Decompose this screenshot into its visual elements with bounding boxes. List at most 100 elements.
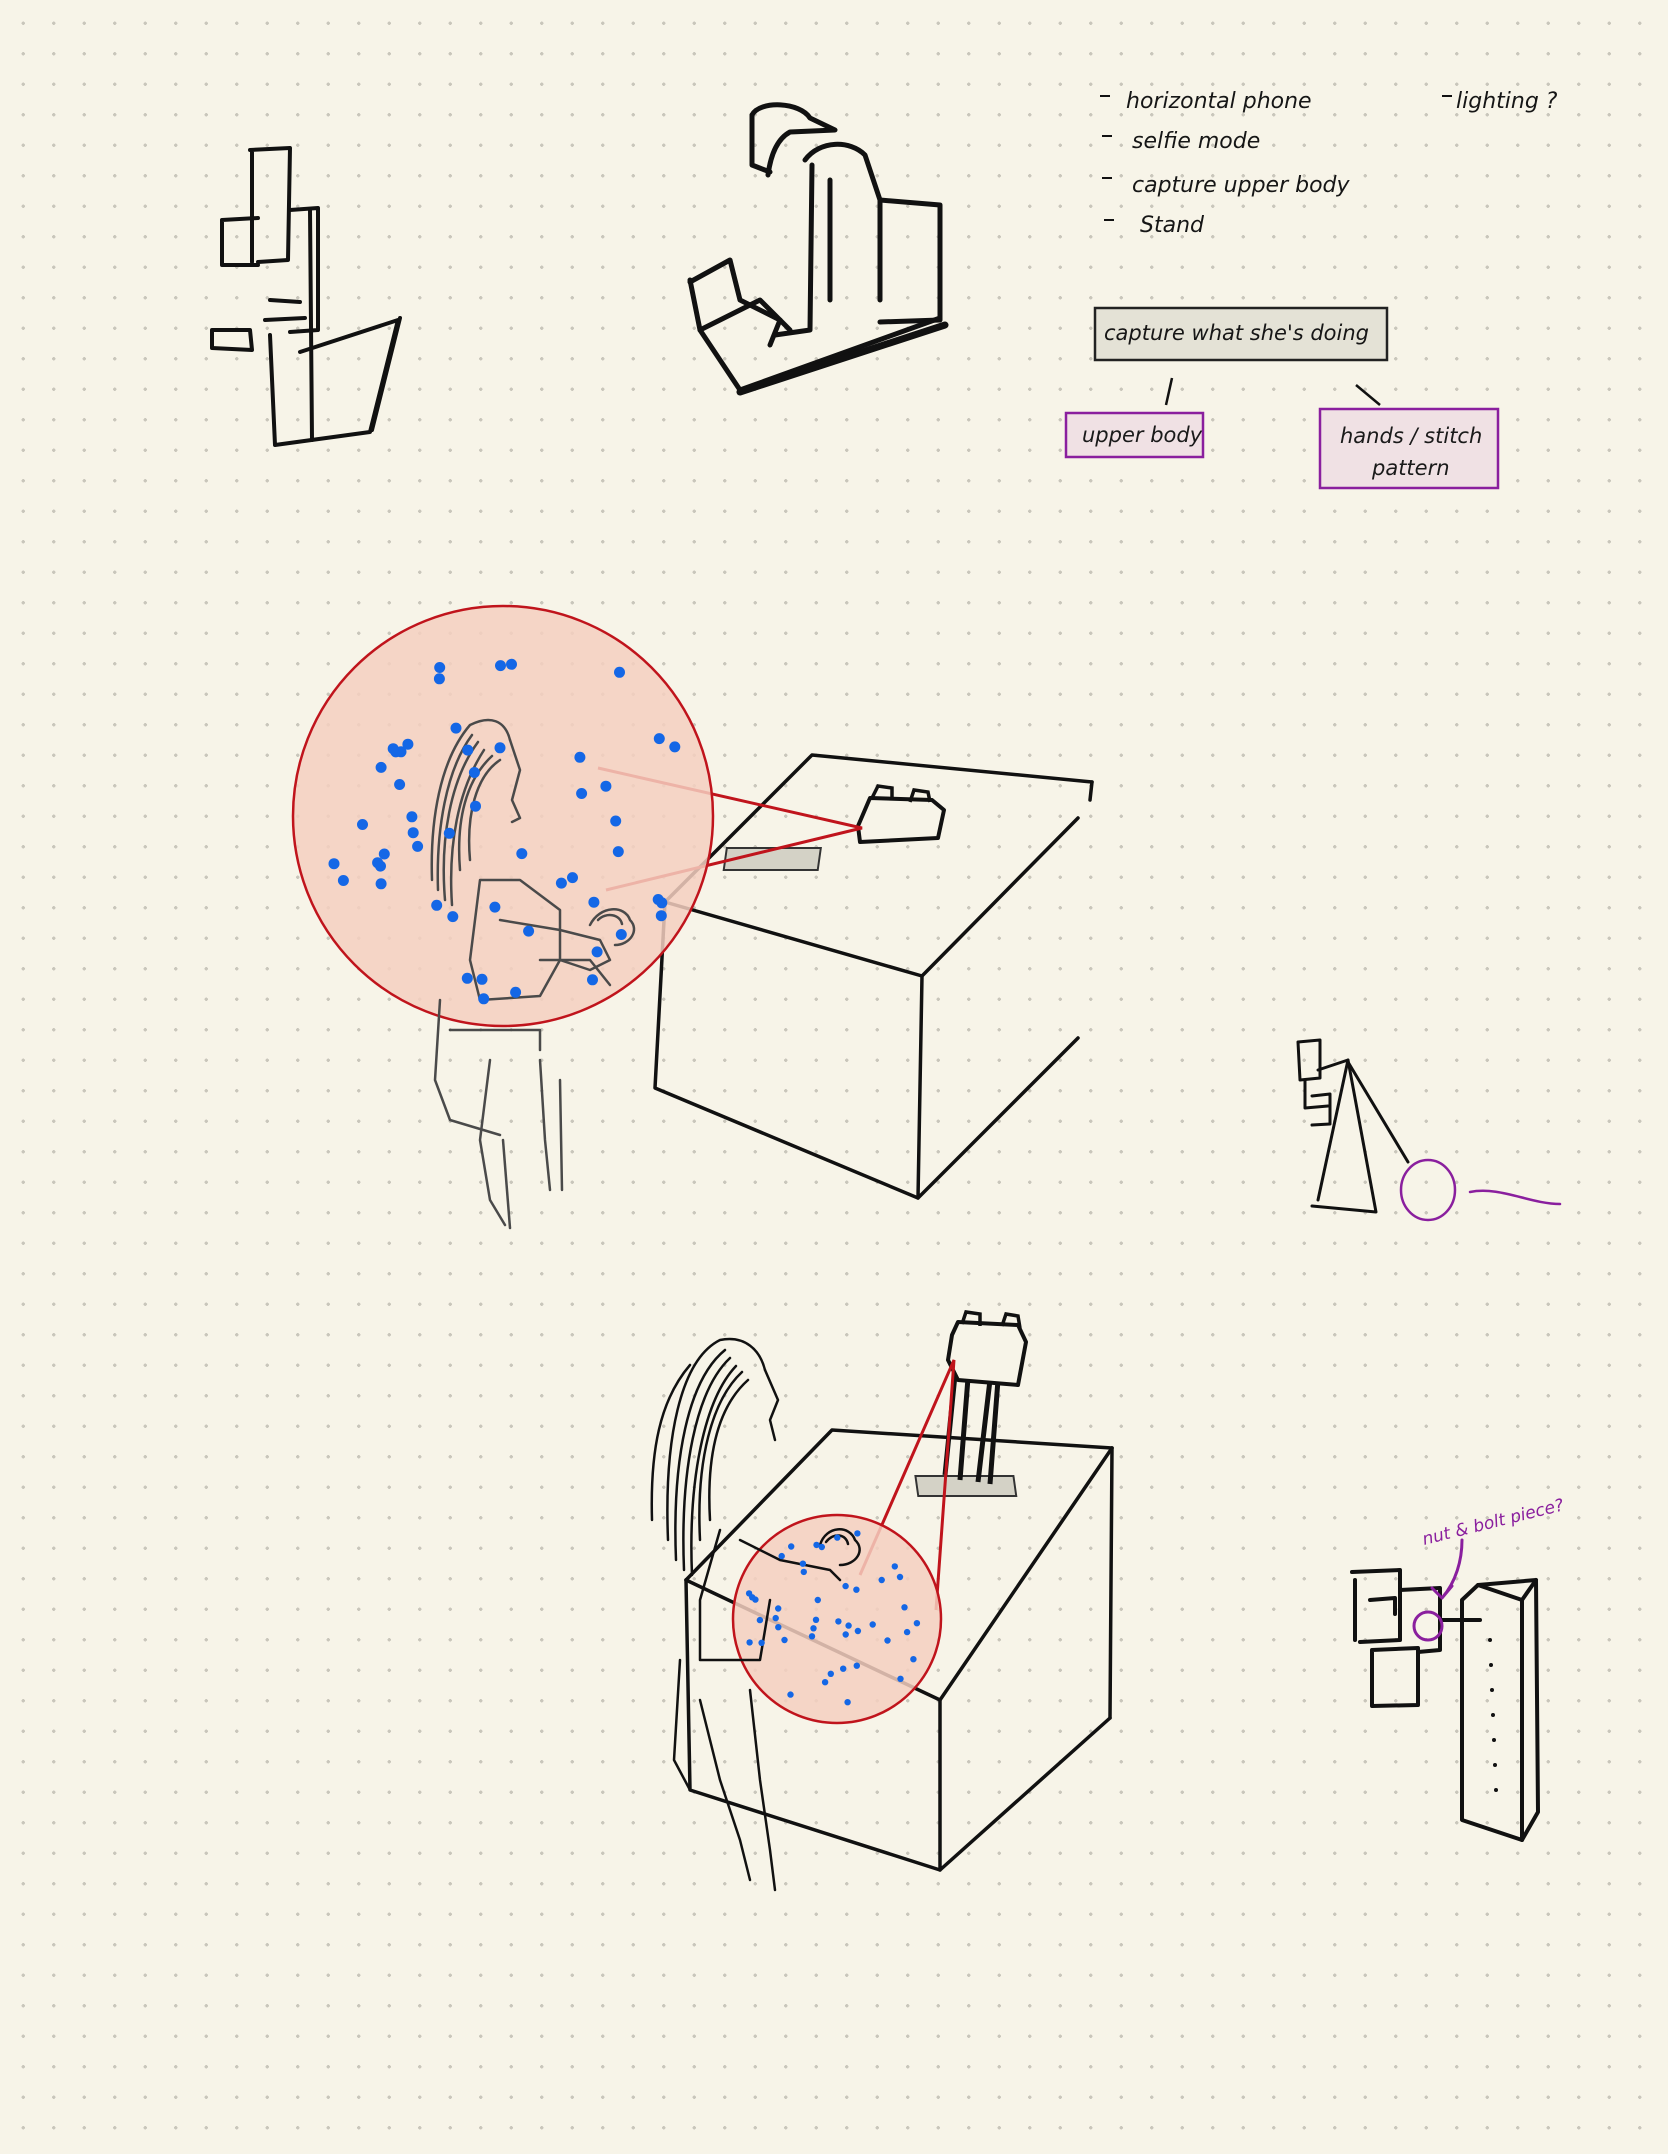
marker-dot [433,673,445,685]
marker-dot [614,666,625,678]
marker-dot [494,742,506,754]
note-item: horizontal phone [1100,89,1312,114]
hands-stitch-label-2: pattern [1371,456,1450,480]
marker-dot [813,1541,820,1549]
marker-dot [378,848,390,860]
marker-dot [612,846,624,858]
marker-dot [461,972,473,984]
nut-bolt-detail: nut & bolt piece? [1350,1495,1566,1842]
marker-dot [574,751,586,763]
marker-dot [913,1620,921,1627]
note-item: Stand [1104,213,1205,238]
phone-on-stand-2 [914,1310,1028,1497]
marker-dot [655,910,667,922]
marker-dot [781,1636,788,1644]
marker-dot [510,986,522,998]
marker-dot [910,1656,917,1663]
phone-on-stand-1 [722,784,946,871]
marker-dot [375,860,386,872]
root-box-label: capture what she's doing [1104,321,1369,345]
phone-mount-sketch [210,146,402,447]
marker-dot [746,1639,753,1646]
marker-dot [523,925,535,937]
marker-dot [375,878,387,890]
notes-list: horizontal phone selfie mode capture upp… [1100,89,1558,238]
marker-dot [600,780,612,792]
svg-text:lighting ?: lighting ? [1456,89,1558,114]
marker-dot [834,1534,841,1541]
marker-dot [869,1621,876,1628]
marker-dot [443,827,455,839]
note-item: capture upper body [1102,173,1351,198]
marker-dot [357,819,368,830]
marker-dot [814,1596,821,1604]
mount-detail-sketch [1350,1568,1540,1842]
marker-dot [394,779,406,790]
marker-dot [853,1586,860,1593]
side-stand-purple-mark [1399,1158,1562,1222]
marker-dot [412,840,424,852]
marker-dot [775,1605,782,1612]
marker-dot [337,875,349,886]
marker-dot [431,899,443,911]
marker-dot [656,897,668,909]
marker-dot [478,993,490,1005]
marker-dot [827,1670,834,1678]
note-item: selfie mode [1102,129,1260,154]
marker-dot [800,1568,807,1576]
marker-dot [470,800,481,812]
note-side: lighting ? [1442,89,1558,114]
marker-dot [615,929,627,940]
marker-dot [835,1618,842,1625]
marker-dot [812,1616,820,1624]
marker-dot [567,872,578,884]
marker-dot [897,1675,904,1683]
marker-dot [884,1637,891,1644]
marker-dot [891,1563,898,1570]
marker-dot [434,662,446,673]
marker-dot [842,1582,849,1590]
marker-dot [468,767,480,778]
marker-dot [555,877,567,889]
marker-dot [853,1662,860,1669]
marker-dot [821,1679,829,1686]
svg-text:horizontal phone: horizontal phone [1126,89,1312,114]
svg-text:Stand: Stand [1140,213,1205,238]
hands-stitch-label: hands / stitch [1340,424,1482,448]
svg-text:capture upper body: capture upper body [1132,173,1351,198]
marker-dot [854,1627,862,1635]
marker-dot [845,1622,852,1629]
marker-dot [775,1624,782,1631]
marker-dot [878,1576,885,1584]
scene-upper-body-capture [291,604,1094,1230]
upper-body-box [1064,411,1205,459]
nut-bolt-annotation: nut & bolt piece? [1420,1495,1566,1550]
marker-dot [506,658,517,670]
marker-dot [591,946,603,958]
marker-dot [587,974,598,986]
marker-dot [375,761,387,773]
concept-map: capture what she's doing upper body hand… [1064,306,1500,490]
marker-dot [756,1616,764,1624]
marker-dot [476,973,488,985]
marker-dot [772,1614,779,1622]
marker-dot [462,744,474,756]
marker-dot [489,901,501,913]
camera-view-lines-2 [858,1359,956,1611]
upper-body-label: upper body [1082,423,1203,447]
marker-dot [447,911,459,923]
side-stand-sketch [1296,1038,1410,1214]
rail-holes [1488,1638,1498,1792]
marker-dot [387,743,399,755]
marker-dot [842,1631,849,1638]
marker-dot [808,1633,816,1640]
marker-dot [840,1665,847,1672]
bolt-highlight-circle [1412,1610,1444,1642]
marker-dot [896,1573,904,1581]
marker-dot [745,1590,753,1597]
marker-dot [788,1543,795,1550]
marker-dot [778,1552,785,1560]
dot-cluster-2 [745,1530,921,1706]
marker-dot [576,788,588,799]
